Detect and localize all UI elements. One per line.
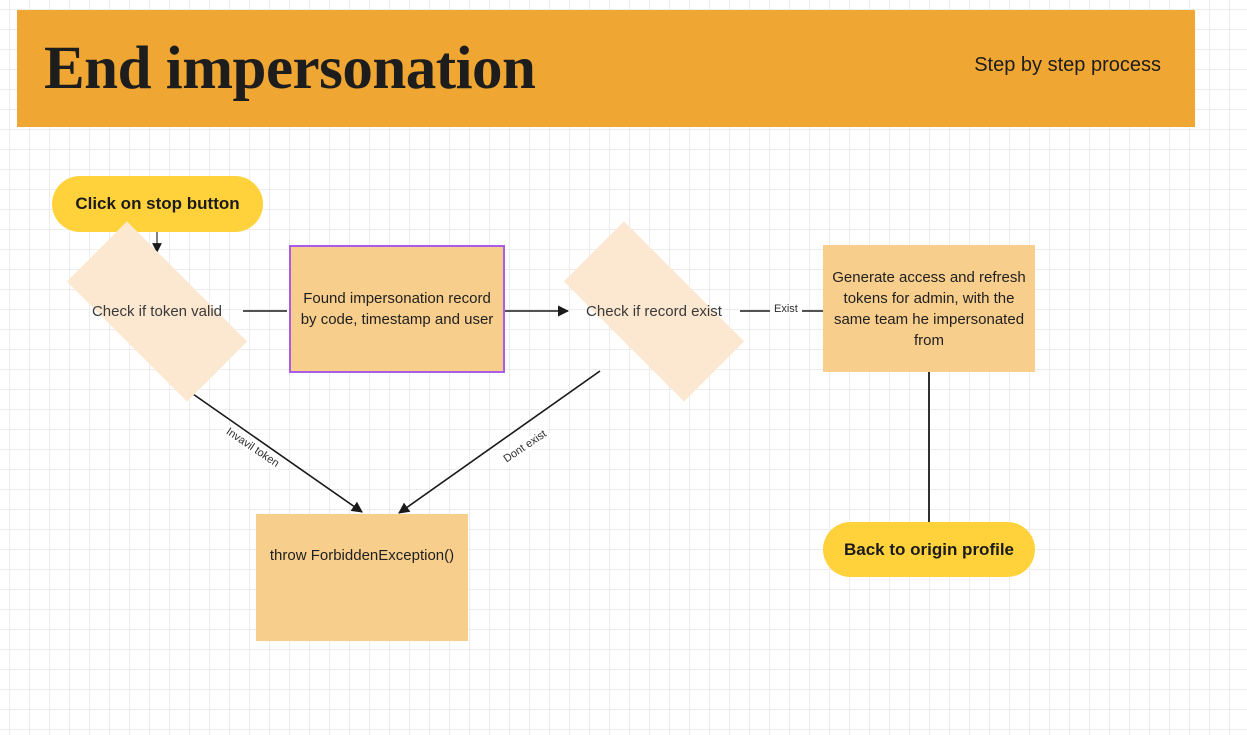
node-check-if-token-valid[interactable]: Check if token valid [66, 221, 248, 402]
node-label: Check if record exist [586, 302, 722, 320]
node-label: throw ForbiddenException() [269, 547, 455, 564]
edge-label-invalid-token: Invavil token [221, 424, 284, 472]
node-label: Generate access and refresh tokens for a… [832, 268, 1026, 349]
node-label: Check if token valid [91, 302, 223, 320]
edge-label-exist: Exist [770, 303, 802, 315]
node-label: Found impersonation record by code, time… [300, 290, 494, 328]
node-back-to-origin-profile[interactable]: Back to origin profile [823, 522, 1035, 577]
node-label: Click on stop button [75, 194, 240, 213]
edge-label-dont-exist: Dont exist [499, 426, 552, 467]
node-click-on-stop-button[interactable]: Click on stop button [52, 176, 263, 232]
header-banner: End impersonation Step by step process [17, 10, 1195, 127]
node-generate-tokens[interactable]: Generate access and refresh tokens for a… [823, 245, 1035, 372]
node-label: Back to origin profile [843, 539, 1015, 559]
header-subtitle: Step by step process [974, 54, 1161, 76]
node-found-impersonation-record[interactable]: Found impersonation record by code, time… [289, 245, 505, 373]
edge-check-record-to-throw-forbidden [398, 370, 601, 514]
page-title: End impersonation [44, 35, 536, 102]
node-check-if-record-exist[interactable]: Check if record exist [563, 221, 745, 402]
node-throw-forbidden-exception[interactable]: throw ForbiddenException() [256, 514, 468, 641]
